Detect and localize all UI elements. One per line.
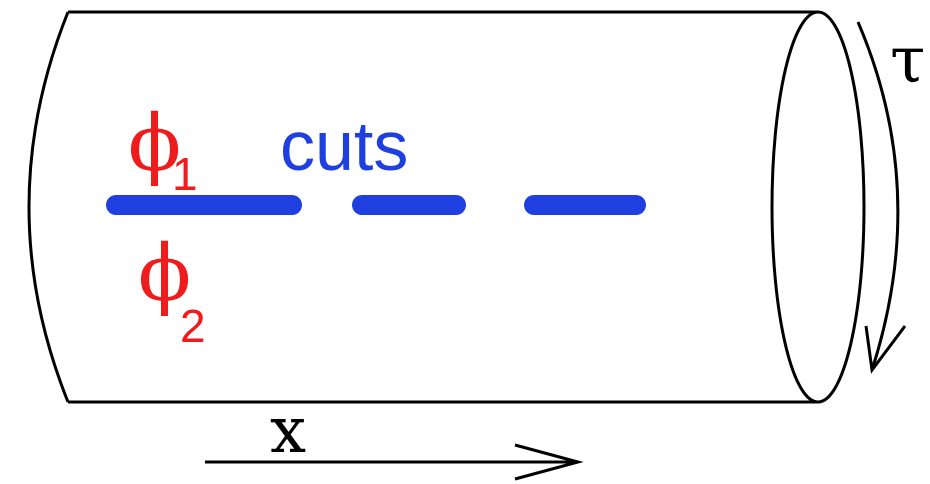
tau-label: τ xyxy=(890,24,925,98)
cuts-label: cuts xyxy=(280,107,408,185)
x-label: x xyxy=(270,394,306,468)
cylinder xyxy=(27,10,866,404)
cylinder-left-edge xyxy=(27,11,70,403)
phi1-symbol: ϕ xyxy=(128,99,181,189)
tau-arrow-head xyxy=(864,325,907,374)
x-arrow xyxy=(205,443,584,481)
phi1-label: ϕ 1 xyxy=(128,99,198,200)
cylinder-right-end xyxy=(770,10,866,404)
phi2-label: ϕ 2 xyxy=(138,229,206,352)
tau-arrow-arc xyxy=(856,21,900,371)
tau-arrow xyxy=(856,21,907,374)
phi1-subscript: 1 xyxy=(172,148,198,200)
phi2-symbol: ϕ xyxy=(138,229,191,319)
x-arrow-head xyxy=(514,443,584,481)
phi2-subscript: 2 xyxy=(180,300,206,352)
